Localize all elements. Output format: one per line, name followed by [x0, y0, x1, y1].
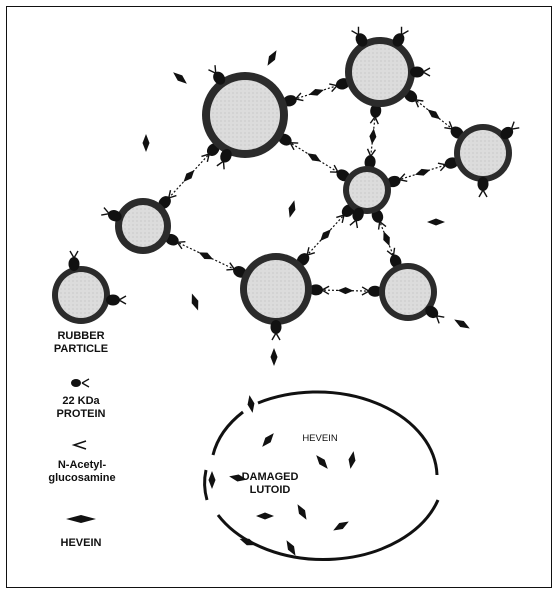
bridge-hevein: [308, 88, 324, 96]
protein-22kda: [106, 294, 127, 306]
bridge-hevein: [337, 287, 354, 295]
hevein-molecule: [191, 293, 199, 311]
protein-22kda: [425, 305, 445, 324]
protein-22kda: [364, 148, 377, 170]
rubber-particle-mid: [343, 166, 391, 214]
protein-22kda: [349, 207, 364, 229]
bridge-hevein: [427, 109, 441, 120]
hevein-molecule: [270, 348, 278, 366]
rubber-particle-right: [454, 124, 512, 182]
hevein-molecule: [262, 433, 274, 447]
protein-22kda: [270, 320, 282, 341]
hevein-molecule: [256, 512, 274, 520]
rubber-particle-bot: [240, 253, 312, 325]
hevein-molecule: [297, 504, 307, 520]
damaged-lutoid: [203, 390, 440, 562]
bridge-hevein: [383, 231, 390, 247]
legend-hevein-label: HEVEIN: [61, 537, 102, 549]
hevein-molecule: [267, 50, 277, 66]
rubber-particle-botR: [379, 263, 437, 321]
legend-protein-label-2: PROTEIN: [57, 408, 106, 420]
hevein-molecule: [348, 451, 356, 469]
protein-22kda: [101, 207, 122, 222]
bridge-line: [389, 161, 456, 184]
bridge-line: [281, 137, 347, 178]
rubber-particle-left: [115, 198, 171, 254]
protein-22kda: [216, 149, 232, 170]
n-acetylglucosamine-icon: [71, 440, 87, 450]
hevein-molecule: [286, 540, 296, 556]
protein-22kda: [392, 26, 409, 47]
legend-protein-label-1: 22 KDa: [62, 395, 100, 407]
legend-nacetyl-label-2: glucosamine: [48, 472, 115, 484]
legend-rubber-label-2: PARTICLE: [54, 343, 108, 355]
legend-nacetyl-label-1: N-Acetyl-: [58, 459, 107, 471]
hevein-molecule: [427, 218, 445, 226]
free-hevein-molecules: [142, 50, 470, 556]
figure-frame: [6, 6, 552, 588]
hevein-molecule: [316, 455, 328, 469]
protein-22kda: [308, 284, 330, 296]
rubber-particles: [101, 26, 520, 341]
hevein-molecule: [288, 200, 296, 218]
hevein-molecule: [142, 134, 150, 152]
protein-22kda: [410, 66, 431, 78]
damaged-lutoid-label-2: LUTOID: [250, 484, 291, 496]
protein-22kda: [208, 65, 226, 85]
hevein-molecule: [208, 471, 216, 489]
protein-22kda: [369, 103, 382, 125]
protein-22kda: [361, 285, 383, 297]
hevein-molecule: [454, 319, 470, 329]
bridge-hevein: [320, 229, 331, 241]
rubber-particle-big: [202, 72, 288, 158]
legend-rubber-label-1: RUBBER: [57, 330, 104, 342]
hevein-molecule: [229, 474, 247, 482]
protein-22kda: [477, 177, 489, 198]
protein-22kda: [500, 121, 520, 140]
bridge-hevein: [414, 168, 431, 176]
protein-icon: [71, 378, 90, 388]
bridge-hevein: [369, 128, 377, 145]
hevein-icon: [66, 515, 96, 523]
damaged-lutoid-label-1: DAMAGED: [242, 471, 299, 483]
legend-rubber-particle-icon: [52, 250, 127, 324]
protein-22kda: [351, 26, 368, 47]
bridge-hevein: [307, 153, 321, 162]
rubber-particle-topR: [345, 37, 415, 107]
bridge-hevein: [198, 252, 214, 260]
bridge-line: [161, 146, 217, 206]
lutoid-hevein-label: HEVEIN: [302, 433, 338, 444]
hevein-molecule: [247, 395, 255, 413]
hevein-molecule: [333, 521, 349, 531]
bridge-hevein: [183, 170, 195, 182]
legend: RUBBER PARTICLE 22 KDa PROTEIN N-Acetyl-…: [48, 250, 127, 549]
hevein-molecule: [173, 72, 187, 84]
protein-22kda: [68, 250, 80, 271]
